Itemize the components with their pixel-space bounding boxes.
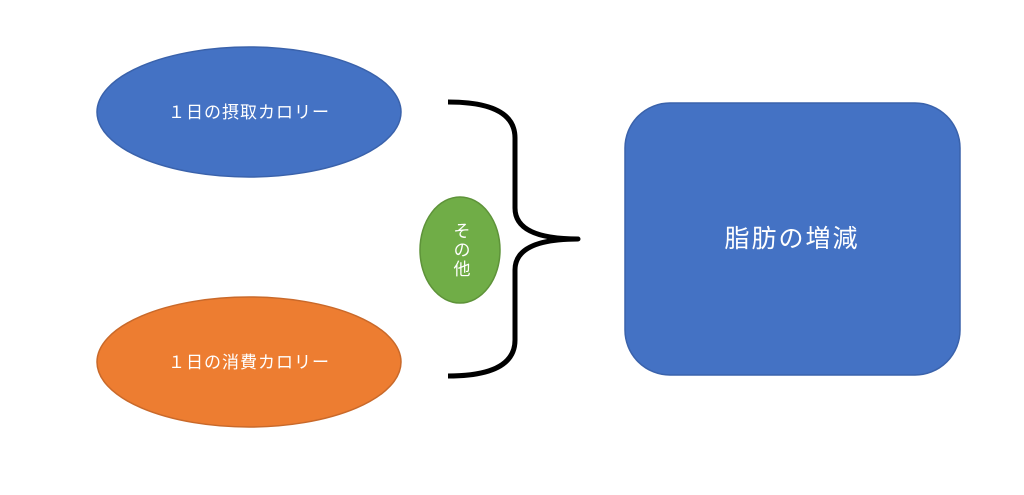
fat-change-node: 脂肪の増減 (624, 102, 961, 376)
right-curly-brace (447, 99, 581, 379)
result-rect (624, 102, 961, 376)
expenditure-calorie-node: １日の消費カロリー (96, 296, 402, 428)
intake-label: １日の摂取カロリー (168, 103, 330, 123)
result-label: 脂肪の増減 (724, 224, 859, 253)
expenditure-label: １日の消費カロリー (168, 353, 330, 373)
other-node (419, 196, 501, 304)
expenditure-ellipse (96, 296, 402, 428)
intake-calorie-node: １日の摂取カロリー (96, 46, 402, 178)
other-ellipse (419, 196, 501, 304)
intake-ellipse (96, 46, 402, 178)
